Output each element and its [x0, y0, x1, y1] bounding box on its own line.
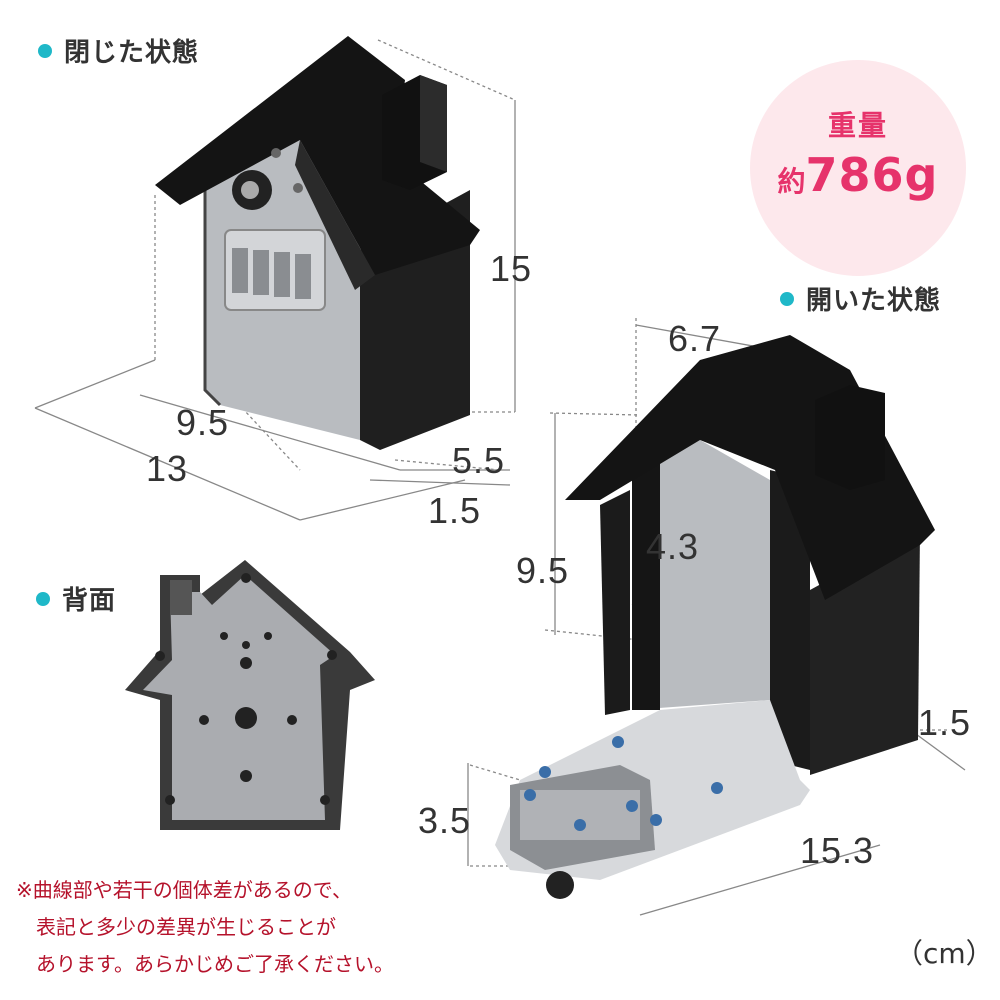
dim-closed-width: 13: [146, 448, 189, 489]
bullet-dot-icon: [780, 291, 794, 306]
dim-open-length: 15.3: [800, 830, 875, 871]
weight-value: 786g: [805, 148, 939, 202]
note-line: あります。あらかじめご了承ください。: [16, 952, 394, 976]
dim-open-inner-height: 9.5: [516, 550, 570, 591]
note-line: 表記と多少の差異が生じることが: [16, 915, 336, 939]
dim-closed-width-inner: 9.5: [176, 402, 230, 443]
open-state-label: 開いた状態: [780, 280, 941, 317]
note-line: ※曲線部や若干の個体差があるので、: [16, 878, 352, 902]
back-label: 背面: [36, 580, 116, 617]
dim-closed-depth: 5.5: [452, 440, 506, 481]
open-state-text: 開いた状態: [806, 286, 942, 316]
unit-label: （cm）: [895, 937, 994, 970]
weight-prefix: 約: [777, 165, 806, 198]
dim-closed-height: 15: [490, 248, 533, 289]
dim-open-lip: 1.5: [918, 702, 972, 743]
weight-badge: 重量 約786g: [750, 60, 966, 276]
closed-state-text: 閉じた状態: [64, 38, 200, 68]
dim-open-lock-height: 3.5: [418, 800, 472, 841]
bullet-dot-icon: [36, 591, 50, 606]
back-view: [125, 560, 375, 830]
open-key-box: [467, 318, 966, 916]
dim-open-inner-width: 4.3: [646, 526, 700, 567]
dim-open-top: 6.7: [668, 318, 722, 359]
back-text: 背面: [62, 586, 117, 616]
closed-state-label: 閉じた状態: [38, 32, 199, 69]
dim-closed-lip: 1.5: [428, 490, 482, 531]
disclaimer-note: ※曲線部や若干の個体差があるので、 表記と多少の差異が生じることが あります。あ…: [16, 872, 394, 983]
weight-row: 約786g: [750, 148, 966, 202]
bullet-dot-icon: [38, 43, 52, 58]
closed-key-box: [34, 36, 516, 521]
weight-title: 重量: [827, 109, 888, 142]
